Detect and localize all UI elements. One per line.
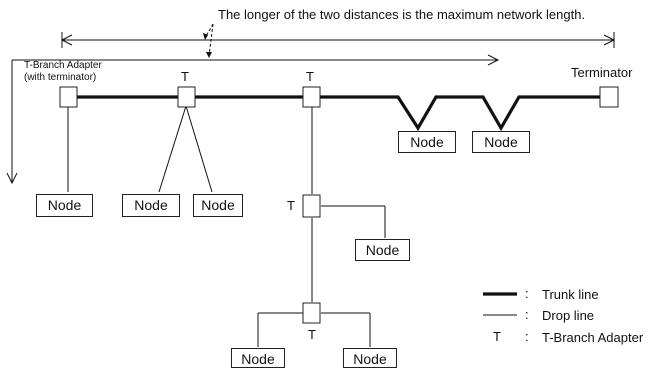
node-drop-1: Node	[36, 194, 93, 217]
trunk-line	[76, 95, 600, 132]
max-length-arrow-1	[60, 32, 616, 48]
t-marker-1: T	[181, 69, 189, 84]
terminated-t-branch-adapter	[59, 86, 78, 108]
legend-drop-label: Drop line	[542, 308, 595, 323]
node-drop-3: Node	[193, 194, 243, 217]
t-marker-4: T	[308, 327, 316, 342]
legend-drop-colon: :	[525, 307, 529, 322]
adapter-label-line2: (with terminator)	[24, 72, 97, 83]
node-trunk-1: Node	[398, 131, 456, 153]
t-marker-2: T	[306, 69, 314, 84]
t-branch-adapter-4	[302, 302, 321, 324]
max-length-annotation: The longer of the two distances is the m…	[218, 7, 586, 22]
legend-adapter-label: T-Branch Adapter	[542, 330, 644, 345]
t-branch-adapter-2	[302, 86, 321, 108]
max-length-arrow-2	[6, 54, 500, 185]
t-branch-adapter-1	[177, 86, 196, 108]
node-drop-2: Node	[122, 194, 180, 217]
node-trunk-2: Node	[472, 131, 530, 153]
legend-t-symbol: T	[493, 329, 501, 344]
pointer-head-1	[203, 33, 208, 40]
legend-adapter-colon: :	[525, 329, 529, 344]
node-drop-4: Node	[355, 239, 410, 261]
pointer-head-2	[206, 52, 212, 58]
annotation-pointer	[204, 23, 214, 57]
t-branch-adapter-3	[302, 194, 321, 218]
t-marker-3: T	[287, 198, 295, 213]
adapter-label-line1: T-Branch Adapter	[24, 60, 102, 71]
legend-trunk-label: Trunk line	[542, 287, 599, 302]
terminator-label: Terminator	[571, 65, 633, 80]
node-drop-6: Node	[343, 348, 397, 368]
terminator-box	[599, 86, 619, 108]
node-drop-5: Node	[231, 348, 285, 368]
legend-trunk-colon: :	[525, 286, 529, 301]
drop-lines	[67, 105, 386, 347]
